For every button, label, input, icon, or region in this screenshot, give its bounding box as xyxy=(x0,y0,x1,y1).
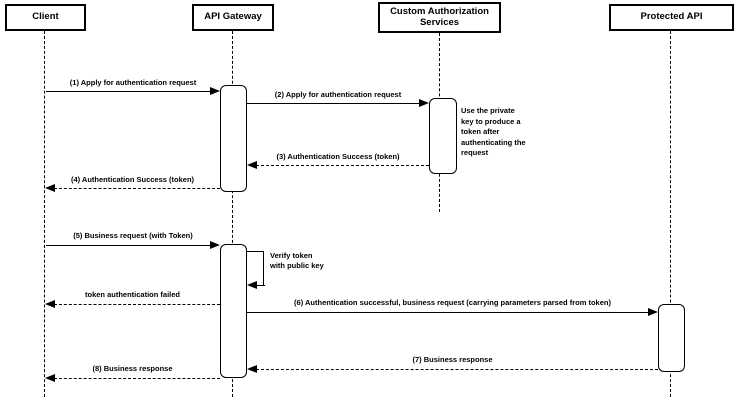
arrowhead-right-icon xyxy=(648,308,658,316)
arrowhead-left-icon xyxy=(45,374,55,382)
participant-box-custom-authorization-services: Custom Authorization Services xyxy=(378,2,501,33)
message-failed-line xyxy=(54,304,220,305)
message-failed-label: token authentication failed xyxy=(84,290,180,299)
message-3-label: (3) Authentication Success (token) xyxy=(276,152,400,161)
arrowhead-left-icon xyxy=(247,161,257,169)
self-message-label: Verify token with public key xyxy=(270,251,324,271)
lifeline-client xyxy=(44,31,45,397)
self-message-line-right xyxy=(263,251,264,286)
participant-box-api-gateway: API Gateway xyxy=(192,4,274,31)
participant-label-api-gateway: API Gateway xyxy=(204,11,262,23)
message-6-line xyxy=(247,312,650,313)
message-1-label: (1) Apply for authentication request xyxy=(69,78,197,87)
message-7-line xyxy=(256,369,658,370)
lifeline-api-gateway xyxy=(232,31,233,397)
activation-api-gateway-1 xyxy=(220,85,247,192)
message-8-label: (8) Business response xyxy=(92,364,173,373)
message-6-label: (6) Authentication successful, business … xyxy=(294,298,611,307)
lifeline-protected-api xyxy=(670,31,671,397)
message-7-label: (7) Business response xyxy=(412,355,493,364)
arrowhead-right-icon xyxy=(419,99,429,107)
message-5-label: (5) Business request (with Token) xyxy=(73,231,193,240)
participant-label-client: Client xyxy=(32,11,59,23)
participant-box-protected-api: Protected API xyxy=(609,4,734,31)
message-2-label: (2) Apply for authentication request xyxy=(274,90,402,99)
message-5-line xyxy=(46,245,212,246)
participant-label-protected-api: Protected API xyxy=(640,11,703,23)
arrowhead-left-icon xyxy=(247,365,257,373)
message-4-line xyxy=(54,188,220,189)
arrowhead-left-icon xyxy=(247,281,257,289)
self-message-line-top xyxy=(247,251,264,252)
message-4-label: (4) Authentication Success (token) xyxy=(70,175,195,184)
activation-custom-authorization-services xyxy=(429,98,457,174)
arrowhead-right-icon xyxy=(210,241,220,249)
activation-protected-api xyxy=(658,304,685,372)
activation-api-gateway-2 xyxy=(220,244,247,378)
arrowhead-right-icon xyxy=(210,87,220,95)
message-1-line xyxy=(46,91,212,92)
note-private-key: Use the private key to produce a token a… xyxy=(461,106,526,157)
message-2-line xyxy=(247,103,421,104)
arrowhead-left-icon xyxy=(45,184,55,192)
participant-box-client: Client xyxy=(5,4,86,31)
arrowhead-left-icon xyxy=(45,300,55,308)
participant-label-custom-authorization-services: Custom Authorization Services xyxy=(390,5,489,28)
self-message-line-bottom xyxy=(256,285,265,286)
message-3-line xyxy=(256,165,429,166)
message-8-line xyxy=(54,378,220,379)
